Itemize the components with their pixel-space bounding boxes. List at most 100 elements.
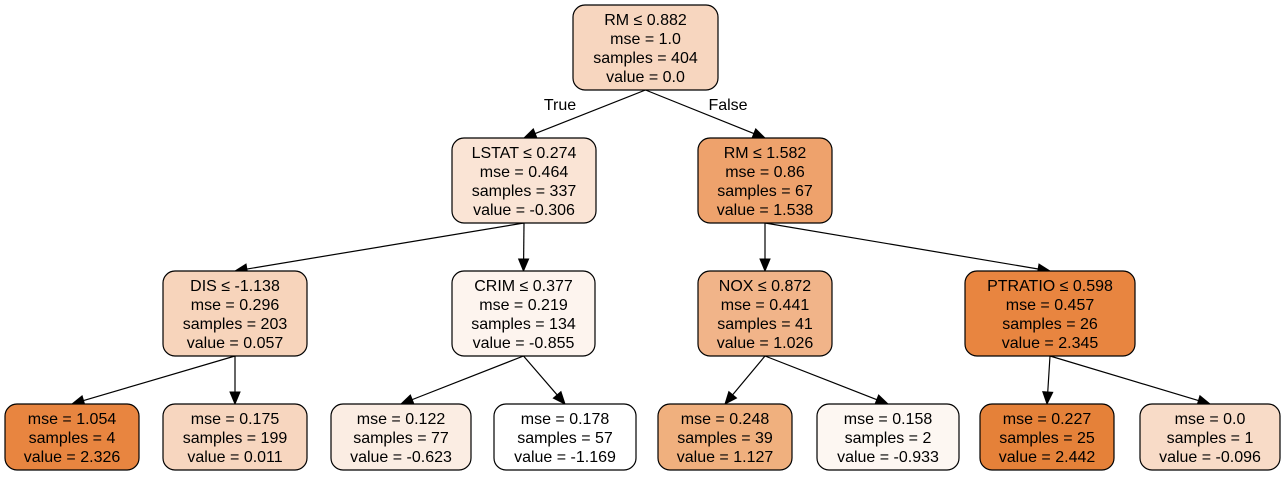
node-box <box>162 403 308 471</box>
edge-n2-n6 <box>764 222 1052 275</box>
node-box <box>697 270 833 357</box>
node-box <box>451 137 597 224</box>
node-box <box>330 403 472 471</box>
tree-node-n12: mse = 0.158 samples = 2 value = -0.933 <box>816 403 960 471</box>
node-box <box>162 270 308 357</box>
node-line: samples = 41 <box>717 316 813 333</box>
node-line: samples = 77 <box>353 430 449 447</box>
node-line: samples = 2 <box>845 430 932 447</box>
node-box <box>451 270 596 357</box>
edge-n4-n9 <box>399 355 524 405</box>
node-line: value = 2.326 <box>24 449 121 466</box>
edge-n4-n10 <box>523 355 566 405</box>
node-line: mse = 0.248 <box>681 411 770 428</box>
node-line: DIS ≤ -1.138 <box>190 278 280 295</box>
node-line: value = 0.011 <box>187 449 282 466</box>
node-line: value = -0.933 <box>837 449 939 466</box>
arrowhead-icon <box>751 128 767 139</box>
arrowhead-icon <box>1042 391 1054 406</box>
tree-node-n4: CRIM ≤ 0.377 mse = 0.219 samples = 134 valu… <box>451 270 596 357</box>
edges-layer: True False <box>70 89 1212 406</box>
edge-line <box>1047 355 1051 393</box>
edge-line <box>523 355 558 396</box>
node-line: NOX ≤ 0.872 <box>719 278 811 295</box>
edge-line <box>1049 355 1199 402</box>
node-line: samples = 67 <box>717 183 813 200</box>
node-line: LSTAT ≤ 0.274 <box>472 145 577 162</box>
node-line: samples = 203 <box>183 316 288 333</box>
node-line: samples = 337 <box>472 183 577 200</box>
node-line: mse = 0.122 <box>357 411 446 428</box>
node-line: samples = 1 <box>1167 430 1254 447</box>
arrowhead-icon <box>229 391 241 406</box>
edge-n5-n11 <box>724 355 766 405</box>
node-box <box>493 403 637 471</box>
edge-n6-n14 <box>1049 355 1212 406</box>
tree-node-n3: DIS ≤ -1.138 mse = 0.296 samples = 203 valu… <box>162 270 308 357</box>
node-line: mse = 0.0 <box>1175 411 1246 428</box>
node-line: samples = 4 <box>29 430 116 447</box>
node-box <box>816 403 960 471</box>
edge-n5-n12 <box>764 355 890 405</box>
edge-line <box>534 89 646 135</box>
edge-n0-n2: False <box>645 89 767 139</box>
edge-n1-n4 <box>517 222 530 273</box>
arrowhead-icon <box>874 394 890 405</box>
node-line: value = 2.345 <box>1002 335 1099 352</box>
node-line: mse = 0.296 <box>191 297 280 314</box>
node-line: value = 1.127 <box>677 449 774 466</box>
node-line: mse = 0.158 <box>844 411 933 428</box>
node-line: samples = 57 <box>517 430 613 447</box>
arrowhead-icon <box>399 394 415 405</box>
edge-n1-n3 <box>233 222 525 275</box>
node-line: value = 2.442 <box>999 449 1096 466</box>
node-line: samples = 26 <box>1002 316 1098 333</box>
node-line: samples = 134 <box>471 316 576 333</box>
edge-line <box>83 355 236 402</box>
node-line: samples = 39 <box>677 430 773 447</box>
node-line: value = -0.623 <box>350 449 452 466</box>
arrowhead-icon <box>522 128 538 139</box>
edge-label-true: True <box>544 97 576 114</box>
edge-line <box>411 355 524 401</box>
node-box <box>697 137 833 224</box>
node-line: samples = 404 <box>593 50 698 67</box>
node-line: mse = 0.227 <box>1003 411 1092 428</box>
arrowhead-icon <box>552 390 566 405</box>
node-line: mse = 0.464 <box>480 164 569 181</box>
node-line: CRIM ≤ 0.377 <box>474 278 573 295</box>
edge-n2-n5 <box>759 223 771 273</box>
node-line: mse = 0.86 <box>725 164 805 181</box>
edge-label-false: False <box>708 97 747 114</box>
edge-line <box>764 355 878 401</box>
node-line: value = -1.169 <box>514 449 616 466</box>
edge-line <box>645 89 755 135</box>
node-line: value = -0.855 <box>473 335 575 352</box>
node-line: mse = 0.175 <box>191 411 280 428</box>
node-line: mse = 0.219 <box>479 297 568 314</box>
node-line: mse = 0.457 <box>1006 297 1095 314</box>
node-box <box>4 403 140 471</box>
edge-line <box>246 222 525 270</box>
edge-line <box>732 355 766 396</box>
node-line: value = 0.0 <box>606 69 685 86</box>
edge-n3-n8 <box>229 356 241 406</box>
node-line: mse = 0.178 <box>521 411 610 428</box>
edge-n3-n7 <box>70 355 236 406</box>
edge-line <box>764 222 1039 270</box>
tree-node-n9: mse = 0.122 samples = 77 value = -0.623 <box>330 403 472 471</box>
node-line: RM ≤ 1.582 <box>724 145 807 162</box>
tree-node-n10: mse = 0.178 samples = 57 value = -1.169 <box>493 403 637 471</box>
arrowhead-icon <box>724 390 738 405</box>
node-line: value = 1.538 <box>717 202 814 219</box>
node-line: value = 1.026 <box>717 335 814 352</box>
node-line: value = 0.057 <box>187 335 284 352</box>
